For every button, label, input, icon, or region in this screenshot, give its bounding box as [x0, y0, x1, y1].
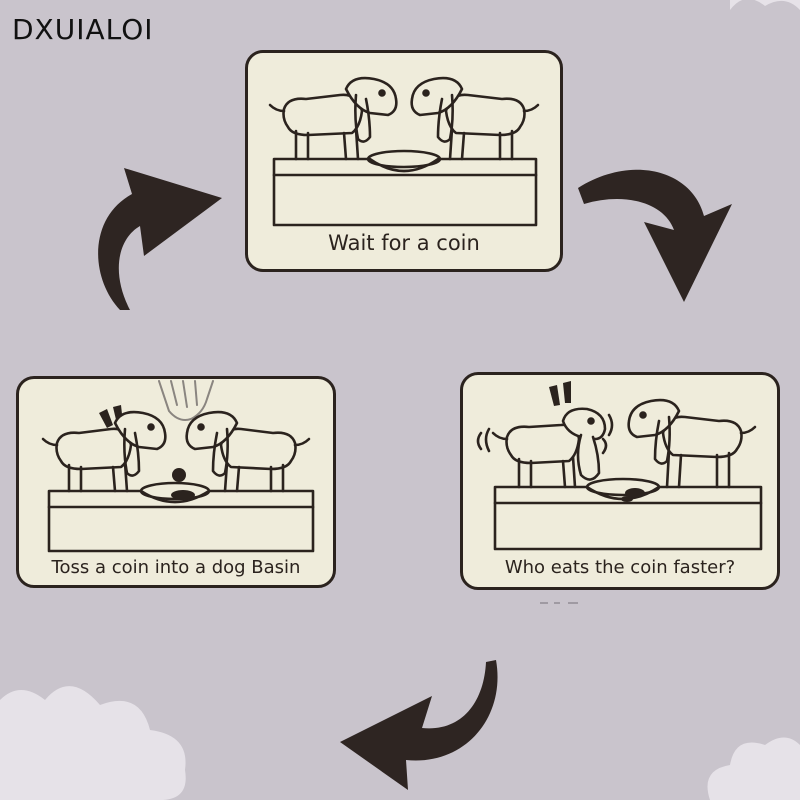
dog-icon: [268, 76, 398, 161]
coin-icon: [621, 488, 645, 502]
cloud-bottom-right: [707, 737, 800, 800]
step-caption: Wait for a coin: [328, 231, 480, 255]
curved-arrow-icon: [340, 660, 498, 790]
dog-icon: [627, 398, 757, 489]
dog-icon: [41, 410, 167, 493]
dogs-eating-illustration: [476, 381, 763, 551]
hand-toss-illustration: [41, 380, 315, 553]
dog-icon: [410, 76, 540, 161]
dog-icon: [185, 410, 311, 493]
dog-icon: [491, 407, 607, 489]
coin-icon: [171, 468, 195, 500]
cloud-bottom-left: [0, 686, 186, 800]
cloud-top-right: [730, 0, 800, 10]
dogs-bowl-illustration: [268, 76, 540, 227]
step-caption: Toss a coin into a dog Basin: [51, 557, 301, 578]
hand-icon: [158, 380, 214, 421]
faint-marks: [540, 602, 578, 604]
step-card-eats: Who eats the coin faster?: [460, 372, 780, 590]
step-card-toss: Toss a coin into a dog Basin: [16, 376, 336, 588]
bowl-icon: [585, 477, 661, 501]
alert-marks-icon: [549, 381, 571, 406]
step-caption: Who eats the coin faster?: [504, 557, 736, 578]
brand-logo: DXUIALOI: [12, 13, 154, 46]
bowl-icon: [366, 149, 442, 173]
step-card-wait: Wait for a coin: [245, 50, 563, 272]
curved-arrow-icon: [98, 168, 222, 310]
curved-arrow-icon: [578, 169, 732, 302]
box-icon: [272, 157, 538, 227]
